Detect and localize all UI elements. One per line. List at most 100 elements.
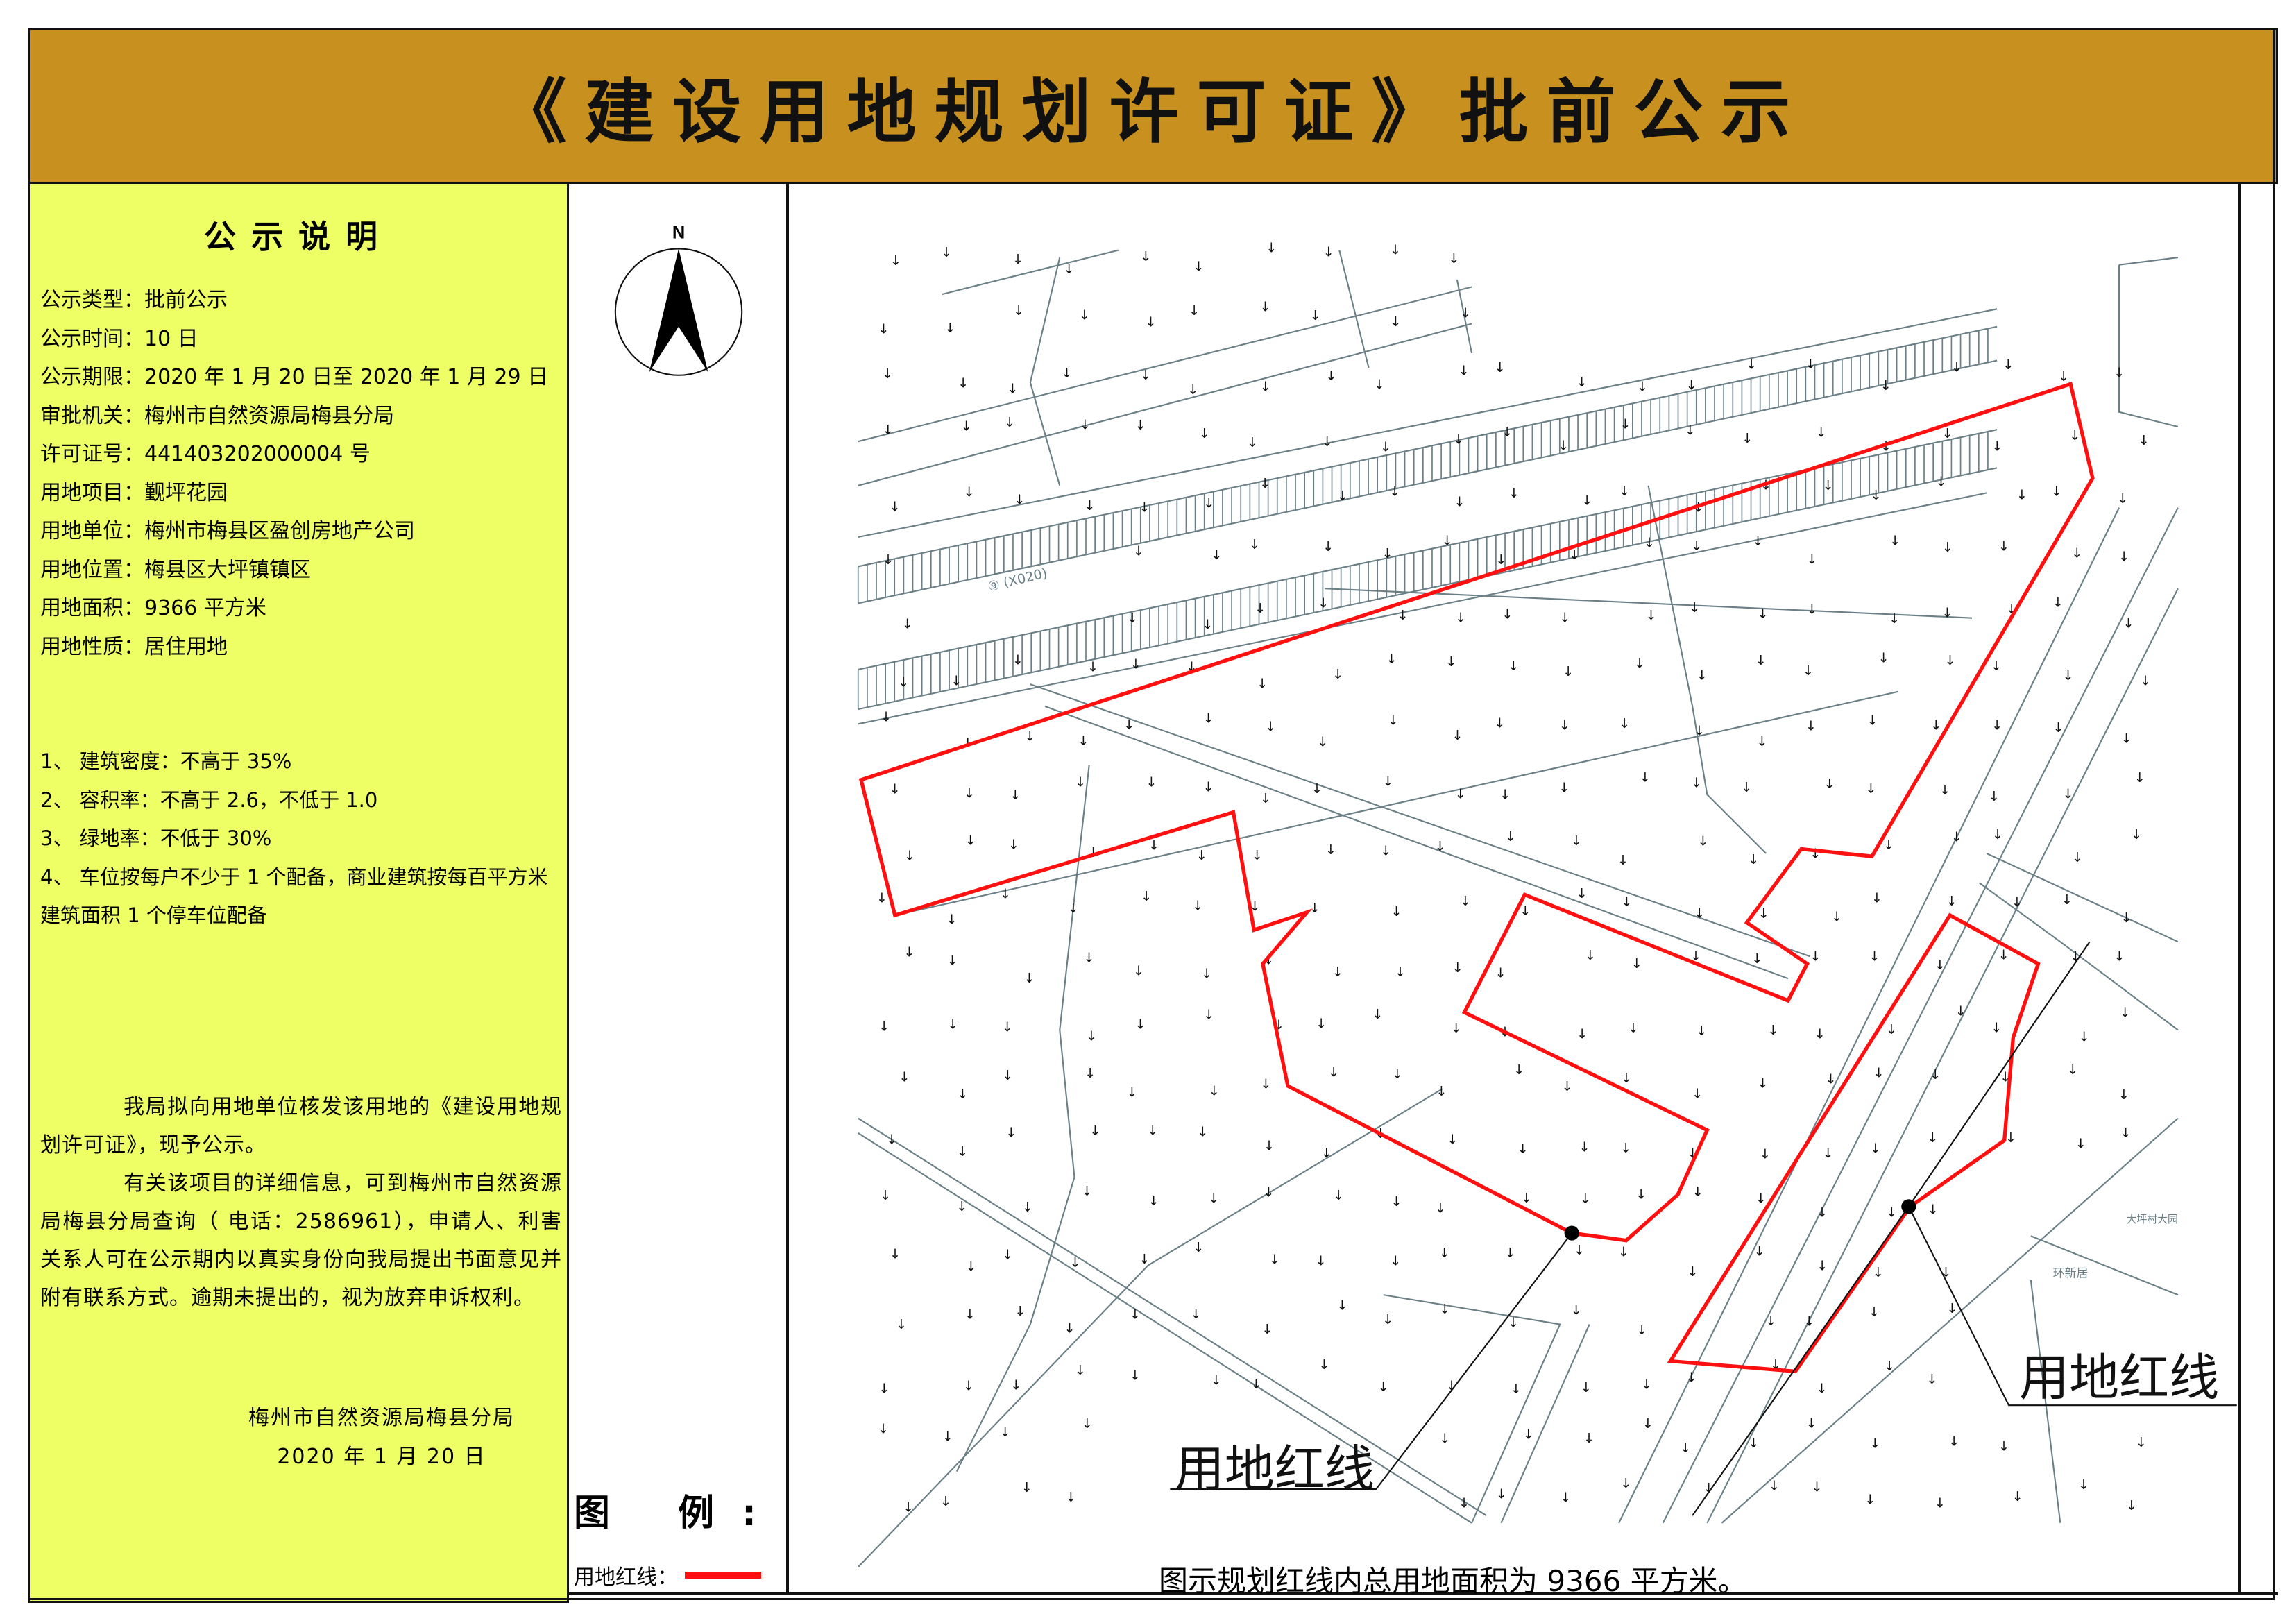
requirement-item: 4、 车位按每户不少于 1 个配备，商业建筑按每百平方米 bbox=[40, 865, 548, 889]
tree-symbol-icon: ↓ bbox=[1513, 1062, 1524, 1078]
tree-symbol-icon: ↓ bbox=[1447, 1132, 1458, 1148]
notice-field: 公示时间：10 日 bbox=[40, 320, 198, 358]
tree-symbol-icon: ↓ bbox=[1203, 779, 1214, 794]
tree-symbol-icon: ↓ bbox=[1823, 478, 1834, 493]
field-label: 公示时间： bbox=[40, 326, 144, 351]
tree-symbol-icon: ↓ bbox=[2069, 428, 2080, 443]
notice-field: 公示期限：2020 年 1 月 20 日至 2020 年 1 月 29 日 bbox=[40, 358, 548, 396]
requirement-item: 1、 建筑密度：不高于 35% bbox=[40, 749, 292, 773]
field-label: 用地单位： bbox=[40, 519, 144, 543]
tree-symbol-icon: ↓ bbox=[1127, 1085, 1138, 1100]
tree-symbol-icon: ↓ bbox=[1927, 1130, 1938, 1146]
tree-symbol-icon: ↓ bbox=[1583, 1431, 1595, 1446]
field-value: 441403202000004 号 bbox=[144, 442, 371, 466]
tree-symbol-icon: ↓ bbox=[1824, 776, 1835, 792]
tree-symbol-icon: ↓ bbox=[947, 1017, 958, 1033]
tree-symbol-icon: ↓ bbox=[1951, 829, 1962, 844]
tree-symbol-icon: ↓ bbox=[1068, 901, 1079, 916]
tree-symbol-icon: ↓ bbox=[951, 673, 962, 688]
tree-symbol-icon: ↓ bbox=[1318, 596, 1329, 611]
requirement-item: 3、 绿地率：不低于 30% bbox=[40, 826, 272, 850]
outer-frame bbox=[28, 28, 2275, 1600]
tree-symbol-icon: ↓ bbox=[1000, 1425, 1011, 1440]
tree-symbol-icon: ↓ bbox=[1817, 1258, 1828, 1273]
tree-symbol-icon: ↓ bbox=[1559, 718, 1570, 733]
tree-symbol-icon: ↓ bbox=[1687, 1264, 1698, 1280]
tree-symbol-icon: ↓ bbox=[878, 1019, 890, 1035]
tree-symbol-icon: ↓ bbox=[1878, 650, 1889, 665]
tree-symbol-icon: ↓ bbox=[1508, 1315, 1519, 1330]
tree-symbol-icon: ↓ bbox=[1870, 1141, 1881, 1157]
tree-symbol-icon: ↓ bbox=[903, 944, 915, 960]
tree-symbol-icon: ↓ bbox=[1439, 1246, 1450, 1261]
tree-symbol-icon: ↓ bbox=[890, 782, 901, 797]
tree-symbol-icon: ↓ bbox=[1635, 1187, 1647, 1202]
tree-symbol-icon: ↓ bbox=[1316, 1253, 1327, 1268]
redline-label: 用地红线 bbox=[2019, 1349, 2219, 1407]
tree-symbol-icon: ↓ bbox=[1505, 1246, 1516, 1261]
tree-symbol-icon: ↓ bbox=[1642, 1416, 1653, 1431]
tree-symbol-icon: ↓ bbox=[1203, 495, 1214, 511]
tree-symbol-icon: ↓ bbox=[965, 833, 976, 848]
tree-symbol-icon: ↓ bbox=[1337, 1298, 1348, 1314]
tree-symbol-icon: ↓ bbox=[1505, 829, 1516, 844]
tree-symbol-icon: ↓ bbox=[1201, 967, 1212, 982]
tree-symbol-icon: ↓ bbox=[1322, 434, 1333, 450]
tree-symbol-icon: ↓ bbox=[1380, 439, 1391, 454]
tree-symbol-icon: ↓ bbox=[1826, 1071, 1837, 1087]
tree-symbol-icon: ↓ bbox=[1252, 848, 1263, 863]
tree-symbol-icon: ↓ bbox=[1634, 656, 1645, 672]
tree-symbol-icon: ↓ bbox=[957, 1144, 968, 1159]
notice-title: 公示说明 bbox=[204, 218, 393, 255]
tree-symbol-icon: ↓ bbox=[2138, 433, 2150, 448]
tree-symbol-icon: ↓ bbox=[1495, 965, 1506, 980]
notice-field: 用地位置：梅县区大坪镇镇区 bbox=[40, 551, 311, 589]
tree-symbol-icon: ↓ bbox=[1374, 377, 1385, 392]
tree-symbol-icon: ↓ bbox=[1880, 378, 1891, 393]
tree-symbol-icon: ↓ bbox=[1758, 606, 1769, 622]
tree-symbol-icon: ↓ bbox=[890, 500, 901, 515]
field-value: 10 日 bbox=[144, 326, 198, 351]
tree-symbol-icon: ↓ bbox=[1741, 780, 1752, 795]
tree-symbol-icon: ↓ bbox=[2063, 668, 2074, 683]
tree-symbol-icon: ↓ bbox=[1211, 1373, 1222, 1388]
tree-symbol-icon: ↓ bbox=[1758, 1076, 1769, 1091]
tree-symbol-icon: ↓ bbox=[2070, 949, 2081, 965]
tree-symbol-icon: ↓ bbox=[883, 423, 894, 438]
place-label: 环新居 bbox=[2053, 1266, 2089, 1280]
tree-symbol-icon: ↓ bbox=[1264, 1138, 1275, 1153]
tree-symbol-icon: ↓ bbox=[1397, 608, 1409, 623]
tree-symbol-icon: ↓ bbox=[878, 1421, 889, 1436]
tree-symbol-icon: ↓ bbox=[1266, 240, 1277, 255]
tree-symbol-icon: ↓ bbox=[1452, 728, 1463, 743]
tree-symbol-icon: ↓ bbox=[2126, 1498, 2137, 1513]
tree-symbol-icon: ↓ bbox=[1631, 956, 1642, 971]
legend-title: 图 例: bbox=[574, 1493, 784, 1534]
tree-symbol-icon: ↓ bbox=[1090, 1123, 1101, 1139]
tree-symbol-icon: ↓ bbox=[1998, 1438, 2009, 1454]
redline-swatch bbox=[685, 1572, 761, 1579]
tree-symbol-icon: ↓ bbox=[1140, 249, 1151, 264]
tree-symbol-icon: ↓ bbox=[1388, 713, 1399, 729]
redline-boundary bbox=[858, 382, 2095, 1374]
tree-symbol-icon: ↓ bbox=[1692, 1086, 1703, 1101]
tree-symbol-icon: ↓ bbox=[1620, 1141, 1631, 1156]
tree-symbol-icon: ↓ bbox=[1686, 1370, 1697, 1386]
tree-symbol-icon: ↓ bbox=[1864, 1493, 1876, 1508]
field-label: 许可证号： bbox=[40, 442, 144, 466]
tree-symbol-icon: ↓ bbox=[1806, 602, 1817, 617]
tree-symbol-icon: ↓ bbox=[1805, 357, 1817, 372]
tree-symbol-icon: ↓ bbox=[1619, 484, 1630, 499]
tree-symbol-icon: ↓ bbox=[963, 1379, 974, 1394]
tree-symbol-icon: ↓ bbox=[1495, 360, 1506, 375]
tree-symbol-icon: ↓ bbox=[1576, 375, 1588, 390]
divider bbox=[569, 1592, 2278, 1595]
field-value: 居住用地 bbox=[144, 634, 228, 659]
tree-symbol-icon: ↓ bbox=[1141, 889, 1152, 904]
tree-symbol-icon: ↓ bbox=[1628, 1021, 1639, 1036]
tree-symbol-icon: ↓ bbox=[1621, 894, 1632, 910]
tree-symbol-icon: ↓ bbox=[1382, 1312, 1393, 1327]
map-caption: 图示规划红线内总用地面积为 9366 平方米。 bbox=[1159, 1564, 1747, 1598]
tree-symbol-icon: ↓ bbox=[2079, 1030, 2090, 1045]
tree-symbol-icon: ↓ bbox=[1884, 1359, 1895, 1374]
